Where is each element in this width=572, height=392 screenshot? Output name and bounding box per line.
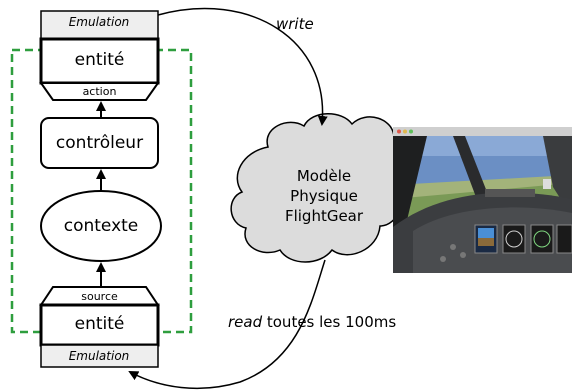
cloud-shape [230,113,407,263]
write-arrow [157,7,328,126]
controller-box [40,117,159,169]
write-label: write [276,15,314,33]
flightgear-screenshot [393,127,572,273]
cloud-label: Modèle Physique FlightGear [264,166,384,226]
top-entity-box [39,37,160,85]
top-entity-label: entité [74,50,125,70]
bottom-entity-label: entité [74,314,125,334]
read-label-rest: toutes les 100ms [262,313,397,331]
bottom-emulation-box [40,344,159,368]
cloud-line-2: Physique [290,187,358,205]
action-label: action [82,85,117,98]
read-label: read toutes les 100ms [228,313,396,331]
cloud-line-1: Modèle [296,167,352,185]
controller-label: contrôleur [55,133,144,153]
bottom-emulation-label: Emulation [68,349,130,363]
top-emulation-label: Emulation [68,15,130,29]
action-port [39,82,160,101]
context-label: contexte [63,216,139,236]
cloud-line-3: FlightGear [284,207,364,225]
read-label-italic: read [228,313,263,331]
bottom-entity-box [39,303,160,347]
read-arrow [128,259,326,390]
source-label: source [81,290,118,303]
